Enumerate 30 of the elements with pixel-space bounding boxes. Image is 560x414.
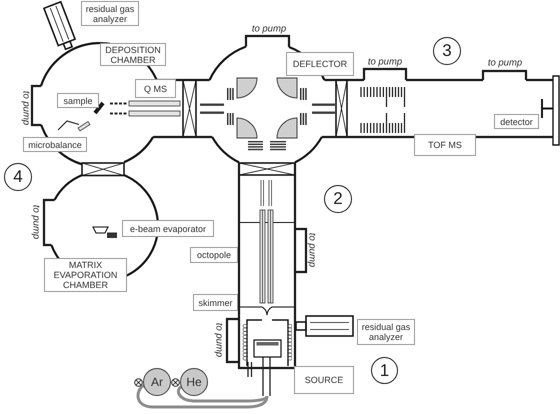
callout-label: e-beam evaporator [122, 220, 214, 237]
callout-label: Q MS [135, 79, 176, 98]
gas-hose [136, 384, 268, 408]
callout-label: TOF MS [414, 134, 476, 156]
section-number: 3 [433, 37, 461, 65]
callout-label: DEPOSITION CHAMBER [100, 43, 166, 66]
section-number: 2 [324, 185, 352, 213]
gas-hose [177, 386, 268, 402]
callout-label: SOURCE [294, 366, 354, 394]
pump-label: to pump [30, 204, 42, 240]
source-oven [242, 319, 292, 396]
pump-label: to pump [214, 322, 224, 358]
callout-label: octopole [190, 247, 238, 263]
callout-label: DEFLECTOR [286, 52, 354, 76]
callout-label: skimmer [193, 294, 238, 311]
callout-label: residual gas analyzer [357, 319, 415, 345]
gas-cylinder: Ar [143, 368, 171, 396]
callout-label: MATRIX EVAPORATION CHAMBER [44, 258, 127, 292]
section-number: 4 [4, 163, 32, 191]
callout-label: sample [57, 93, 99, 108]
pump-label: to pump [306, 232, 317, 268]
callout-label: detector [494, 114, 539, 129]
pump-label: to pump [488, 58, 522, 68]
section-number: 1 [371, 357, 398, 384]
gas-cylinder: He [180, 368, 208, 396]
pump-label: to pump [20, 90, 31, 126]
pump-label: to pump [252, 24, 286, 34]
callout-label: residual gas analyzer [81, 1, 139, 26]
callout-label: microbalance [23, 137, 87, 152]
pump-label: to pump [368, 56, 402, 68]
